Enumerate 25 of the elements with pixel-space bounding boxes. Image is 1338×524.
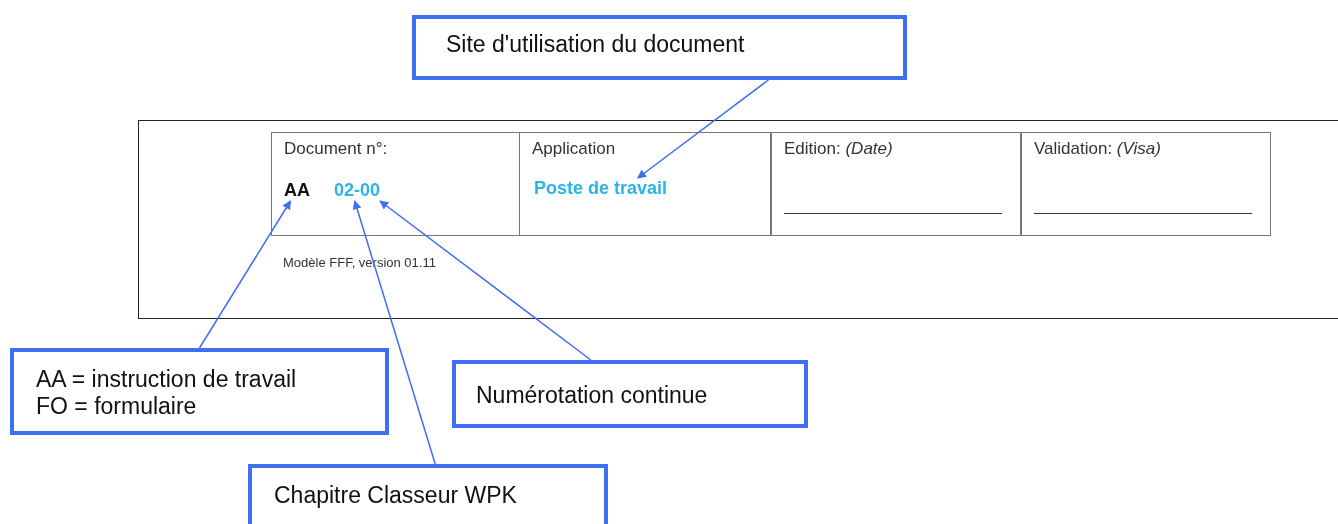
callout-box (10, 348, 389, 435)
table-cell (771, 132, 1021, 236)
cell-label: Edition: (Date) (784, 139, 894, 159)
table-cell (1021, 132, 1271, 236)
field-value: AA (284, 180, 310, 201)
leader-line (198, 200, 292, 349)
field-value: 02-00 (334, 180, 381, 201)
cell-label: Document n°: (284, 139, 389, 159)
leader-line (637, 79, 770, 179)
leader-line (379, 200, 592, 361)
table-cell (271, 132, 520, 236)
callout-box (412, 15, 907, 80)
callout-box (248, 464, 608, 524)
callout-text: FO = formulaire (36, 393, 198, 420)
callout-text: Chapitre Classeur WPK (274, 482, 518, 509)
cell-label: Application (532, 139, 617, 159)
callout-box (452, 360, 808, 428)
table-cell (519, 132, 771, 236)
leader-line (352, 200, 436, 465)
document-header-frame (138, 120, 1338, 319)
callout-text: Numérotation continue (476, 382, 709, 409)
field-value: Poste de travail (534, 178, 668, 199)
callout-text: AA = instruction de travail (36, 366, 298, 393)
callout-text: Site d'utilisation du document (446, 31, 746, 58)
cell-label: Validation: (Visa) (1034, 139, 1162, 159)
